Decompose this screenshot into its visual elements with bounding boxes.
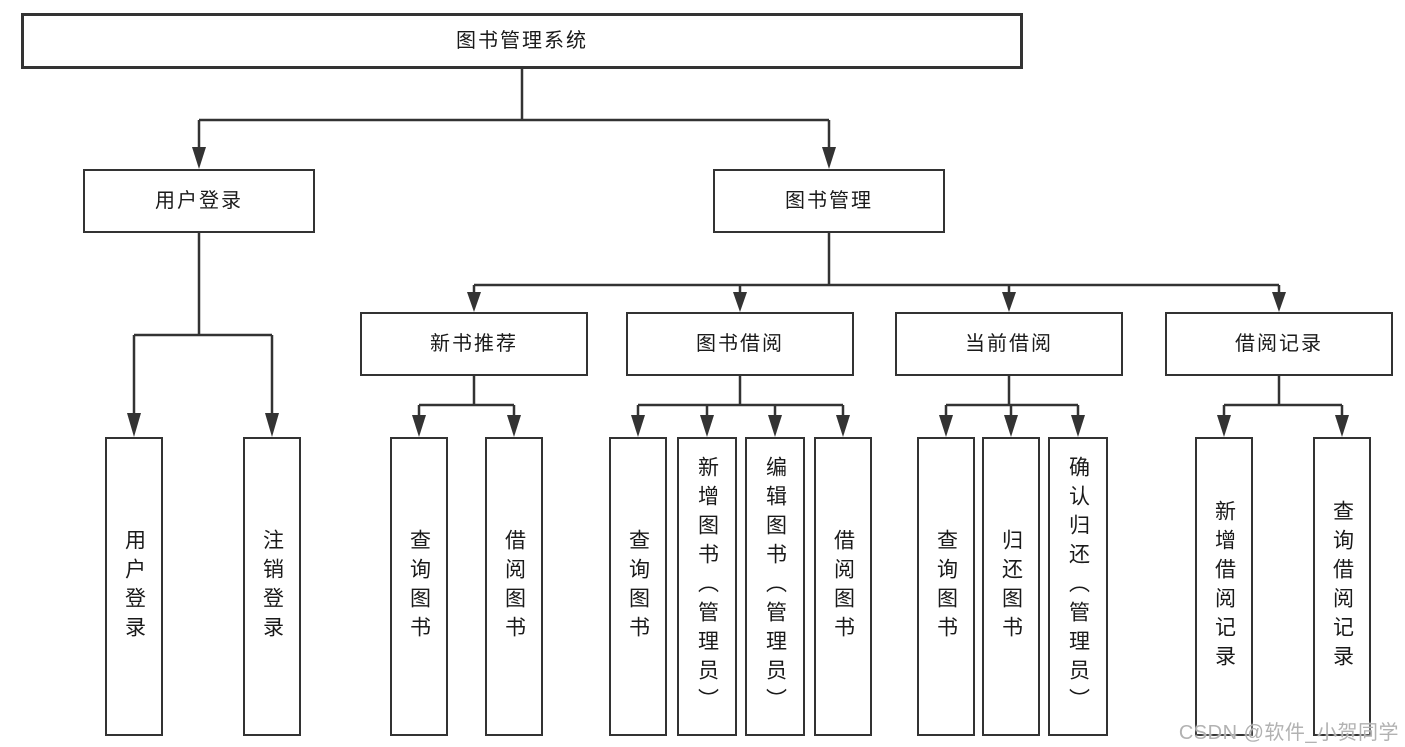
node-borrow-records: 借阅记录 xyxy=(1165,312,1393,376)
connector-current-borrow-group xyxy=(939,376,1085,437)
connector-new-book-group xyxy=(412,376,521,437)
leaf-edit-books-admin: 编辑图书（管理员） xyxy=(745,437,805,736)
arrow-down-icon xyxy=(467,292,481,312)
arrow-down-icon xyxy=(1217,415,1231,437)
node-book-management: 图书管理 xyxy=(713,169,945,233)
connector-user-login-branch xyxy=(127,233,279,437)
arrow-down-icon xyxy=(1335,415,1349,437)
arrow-down-icon xyxy=(631,415,645,437)
arrow-down-icon xyxy=(768,415,782,437)
arrow-down-icon xyxy=(127,413,141,437)
node-current-borrow: 当前借阅 xyxy=(895,312,1123,376)
arrow-down-icon xyxy=(1272,292,1286,312)
arrow-down-icon xyxy=(1004,415,1018,437)
arrow-down-icon xyxy=(412,415,426,437)
arrow-down-icon xyxy=(1071,415,1085,437)
arrow-down-icon xyxy=(733,292,747,312)
leaf-return-books: 归还图书 xyxy=(982,437,1040,736)
arrow-down-icon xyxy=(822,147,836,169)
connector-book-borrow-group xyxy=(631,376,850,437)
connector-root-to-level2 xyxy=(192,68,836,169)
leaf-borrow-books-recommend: 借阅图书 xyxy=(485,437,543,736)
leaf-borrow-books: 借阅图书 xyxy=(814,437,872,736)
connector-book-mgmt-to-level3 xyxy=(467,233,1286,312)
leaf-query-books-borrow: 查询图书 xyxy=(609,437,667,736)
node-book-borrow: 图书借阅 xyxy=(626,312,854,376)
arrow-down-icon xyxy=(192,147,206,169)
arrow-down-icon xyxy=(507,415,521,437)
csdn-watermark: CSDN @软件_小贺同学 xyxy=(1178,722,1399,744)
leaf-add-borrow-record: 新增借阅记录 xyxy=(1195,437,1253,736)
node-user-login: 用户登录 xyxy=(83,169,315,233)
leaf-query-books-recommend: 查询图书 xyxy=(390,437,448,736)
arrow-down-icon xyxy=(939,415,953,437)
node-library-system: 图书管理系统 xyxy=(21,13,1023,69)
leaf-add-books-admin: 新增图书（管理员） xyxy=(677,437,737,736)
arrow-down-icon xyxy=(1002,292,1016,312)
leaf-logout: 注销登录 xyxy=(243,437,301,736)
arrow-down-icon xyxy=(836,415,850,437)
connector-borrow-records-group xyxy=(1217,376,1349,437)
node-new-book-recommend: 新书推荐 xyxy=(360,312,588,376)
leaf-query-borrow-record: 查询借阅记录 xyxy=(1313,437,1371,736)
leaf-user-login: 用户登录 xyxy=(105,437,163,736)
arrow-down-icon xyxy=(265,413,279,437)
leaf-query-books-current: 查询图书 xyxy=(917,437,975,736)
arrow-down-icon xyxy=(700,415,714,437)
leaf-confirm-return-admin: 确认归还（管理员） xyxy=(1048,437,1108,736)
